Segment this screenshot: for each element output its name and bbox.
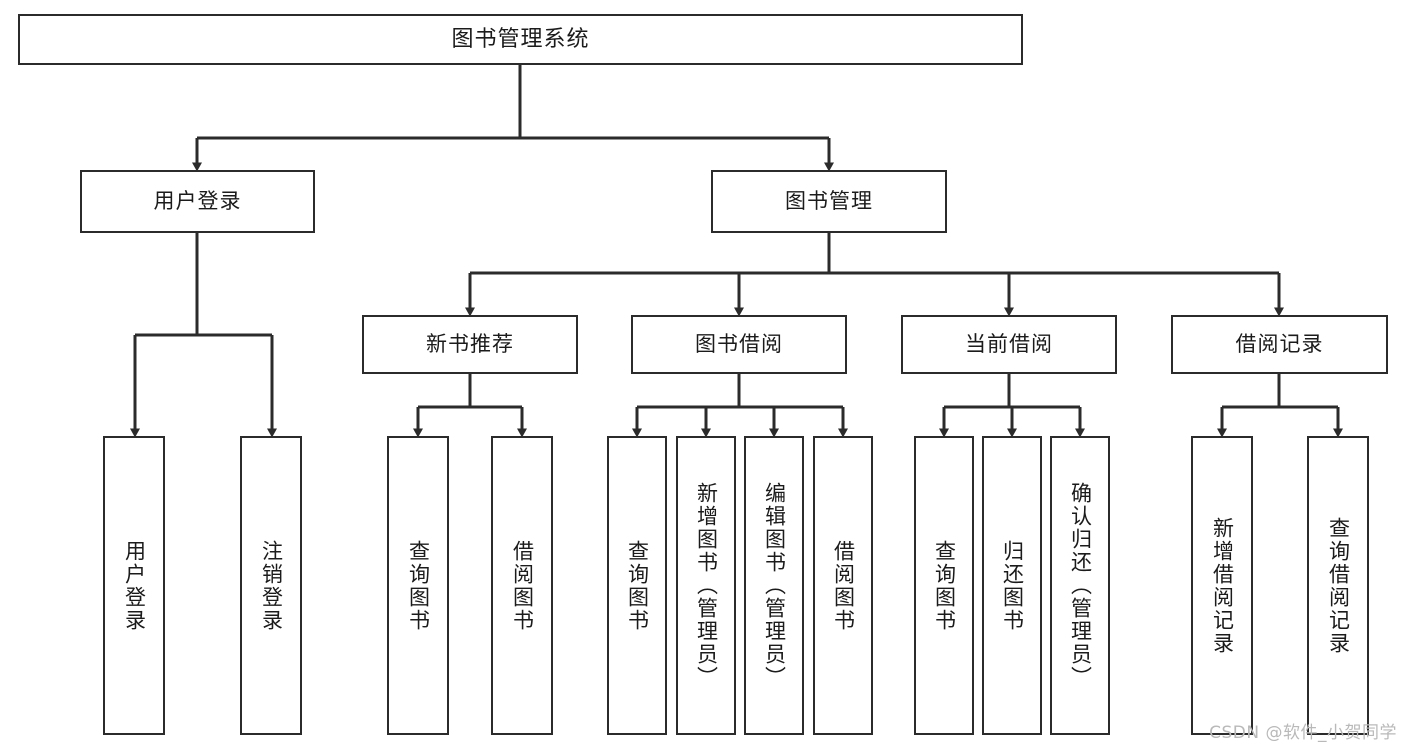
node-book-manage-label: 图书管理	[785, 189, 873, 214]
node-user-login-label: 用户登录	[153, 189, 242, 214]
node-leaf-confirm-return[interactable]: 确认归还（管理员）	[1050, 436, 1110, 735]
node-leaf-add-book-label: 新增图书（管理员）	[694, 482, 719, 689]
node-current-borrow-label: 当前借阅	[965, 332, 1053, 357]
node-leaf-borrow-book-1-label: 借阅图书	[510, 539, 535, 632]
node-leaf-edit-book-label: 编辑图书（管理员）	[762, 482, 787, 689]
node-current-borrow[interactable]: 当前借阅	[901, 315, 1117, 374]
node-book-borrow-label: 图书借阅	[695, 332, 783, 357]
node-leaf-query-book-1[interactable]: 查询图书	[387, 436, 449, 735]
node-leaf-query-book-3[interactable]: 查询图书	[914, 436, 974, 735]
node-leaf-borrow-book-2-label: 借阅图书	[831, 539, 856, 632]
node-root-label: 图书管理系统	[451, 26, 590, 52]
node-leaf-query-record[interactable]: 查询借阅记录	[1307, 436, 1369, 735]
node-leaf-add-record-label: 新增借阅记录	[1210, 516, 1235, 655]
node-new-book-recommend[interactable]: 新书推荐	[362, 315, 578, 374]
node-leaf-user-login[interactable]: 用户登录	[103, 436, 165, 735]
node-book-borrow[interactable]: 图书借阅	[631, 315, 847, 374]
node-leaf-add-book[interactable]: 新增图书（管理员）	[676, 436, 736, 735]
node-leaf-return-book-label: 归还图书	[1000, 539, 1025, 632]
node-root[interactable]: 图书管理系统	[18, 14, 1023, 65]
node-leaf-query-book-2[interactable]: 查询图书	[607, 436, 667, 735]
node-new-book-recommend-label: 新书推荐	[426, 332, 514, 357]
node-borrow-record[interactable]: 借阅记录	[1171, 315, 1388, 374]
node-borrow-record-label: 借阅记录	[1235, 332, 1324, 357]
node-book-manage[interactable]: 图书管理	[711, 170, 947, 233]
node-user-login[interactable]: 用户登录	[80, 170, 315, 233]
node-leaf-return-book[interactable]: 归还图书	[982, 436, 1042, 735]
node-leaf-borrow-book-2[interactable]: 借阅图书	[813, 436, 873, 735]
node-leaf-borrow-book-1[interactable]: 借阅图书	[491, 436, 553, 735]
node-leaf-query-book-3-label: 查询图书	[932, 539, 957, 632]
node-leaf-add-record[interactable]: 新增借阅记录	[1191, 436, 1253, 735]
node-leaf-user-logout-label: 注销登录	[259, 539, 284, 632]
node-leaf-query-book-2-label: 查询图书	[625, 539, 650, 632]
node-leaf-query-book-1-label: 查询图书	[406, 539, 431, 632]
node-leaf-edit-book[interactable]: 编辑图书（管理员）	[744, 436, 804, 735]
node-leaf-user-logout[interactable]: 注销登录	[240, 436, 302, 735]
csdn-watermark: CSDN @软件_小贺同学	[1209, 723, 1397, 743]
node-leaf-query-record-label: 查询借阅记录	[1326, 516, 1351, 655]
node-leaf-confirm-return-label: 确认归还（管理员）	[1068, 482, 1093, 689]
node-leaf-user-login-label: 用户登录	[122, 539, 147, 632]
